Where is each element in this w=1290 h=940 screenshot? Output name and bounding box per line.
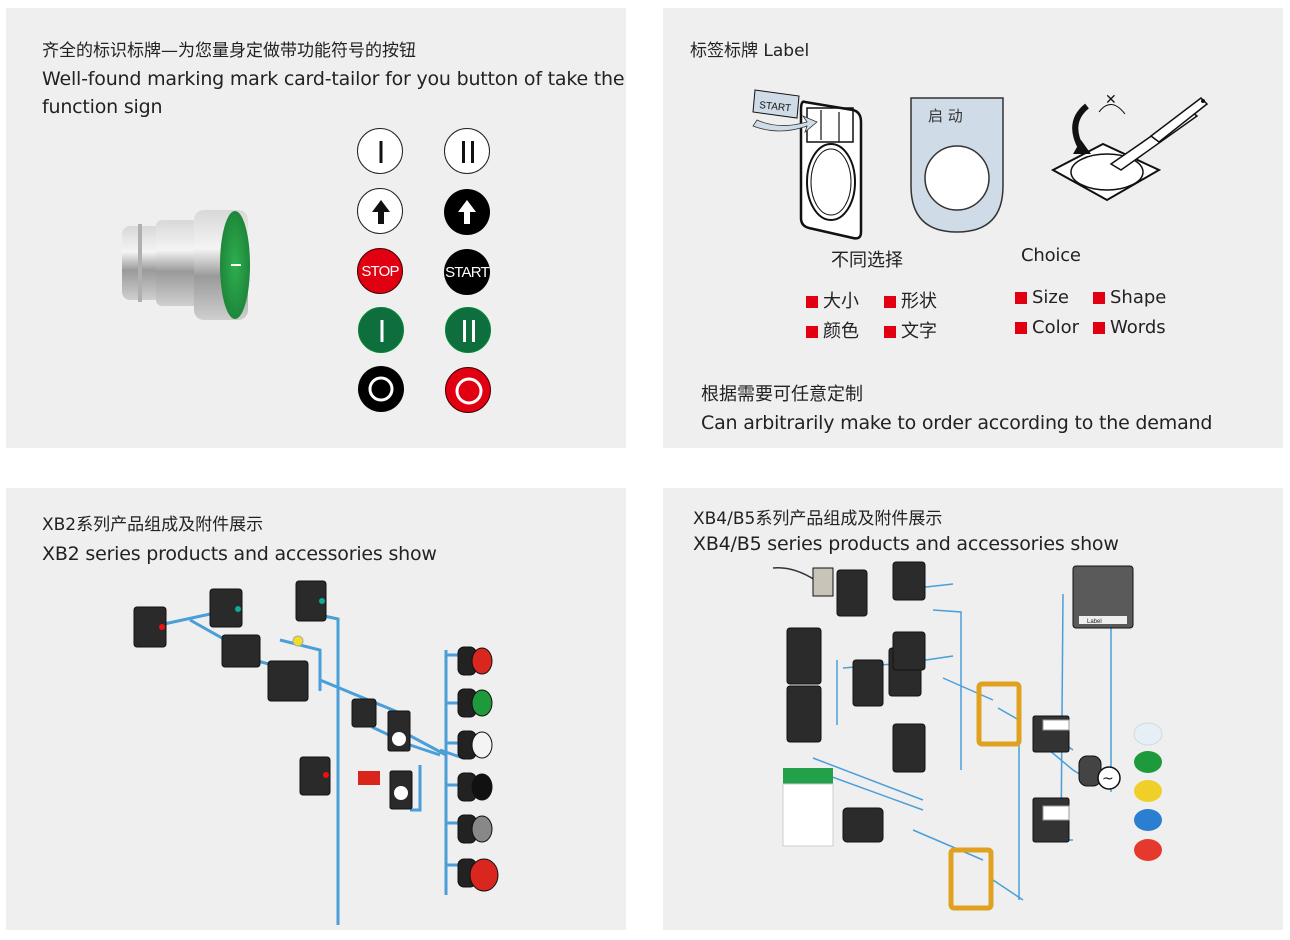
red-bullet-icon xyxy=(806,326,818,338)
cross-mark-icon: ✕ xyxy=(1105,92,1117,108)
xb2-exploded-diagram xyxy=(133,580,499,925)
red-bullet-icon xyxy=(884,326,896,338)
option-size-en: Size xyxy=(1015,287,1069,308)
marking-title-cn: 齐全的标识标牌—为您量身定做带功能符号的按钮 xyxy=(42,41,416,61)
option-shape-en: Shape xyxy=(1093,287,1166,308)
red-bullet-icon xyxy=(1015,322,1027,334)
custom-cn: 根据需要可任意定制 xyxy=(701,384,863,405)
off-symbol-black xyxy=(358,366,404,412)
double-bar-symbol-green xyxy=(445,307,491,353)
start-symbol: START xyxy=(444,249,490,295)
insert-label-text: START xyxy=(759,100,792,114)
label-insert-illustration: START xyxy=(752,89,863,240)
marking-title-en-line2: function sign xyxy=(42,96,163,118)
legend-label-text: Label xyxy=(1087,619,1102,625)
red-bullet-icon xyxy=(1093,292,1105,304)
plate-text: 启 动 xyxy=(928,107,963,125)
xb4-exploded-diagram: Label ~ xyxy=(772,561,1163,911)
xb4-title-en: XB4/B5 series products and accessories s… xyxy=(693,533,1119,555)
start-symbol-text: START xyxy=(445,263,490,281)
double-bar-symbol xyxy=(444,128,490,174)
on-symbol-green xyxy=(358,307,404,353)
xb2-title-cn: XB2系列产品组成及附件展示 xyxy=(42,515,264,535)
choice-en: Choice xyxy=(1021,245,1081,266)
marking-panel: 齐全的标识标牌—为您量身定做带功能符号的按钮 Well-found markin… xyxy=(6,8,626,448)
option-size-cn: 大小 xyxy=(806,287,859,313)
stop-symbol-text: STOP xyxy=(361,262,399,280)
xb4-panel: XB4/B5系列产品组成及附件展示 XB4/B5 series products… xyxy=(663,488,1283,930)
marking-title-en-line1: Well-found marking mark card-tailor for … xyxy=(42,68,625,90)
xb4-title-cn: XB4/B5系列产品组成及附件展示 xyxy=(693,509,943,529)
red-bullet-icon xyxy=(1015,292,1027,304)
off-symbol-red xyxy=(445,367,491,413)
up-arrow-symbol-black xyxy=(444,189,490,235)
xb2-panel: XB2系列产品组成及附件展示 XB2 series products and a… xyxy=(6,488,626,930)
red-bullet-icon xyxy=(806,296,818,308)
red-bullet-icon xyxy=(1093,322,1105,334)
option-words-en: Words xyxy=(1093,317,1166,338)
label-title: 标签标牌 Label xyxy=(690,41,810,61)
red-bullet-icon xyxy=(884,296,896,308)
option-color-en: Color xyxy=(1015,317,1079,338)
on-symbol xyxy=(357,128,403,174)
custom-en: Can arbitrarily make to order according … xyxy=(701,412,1213,434)
option-words-cn: 文字 xyxy=(884,317,937,343)
option-shape-cn: 形状 xyxy=(884,287,937,313)
label-plate-illustration xyxy=(910,97,1004,233)
up-arrow-symbol xyxy=(357,188,403,234)
label-panel: 标签标牌 Label START 启 动 ✕ 不同选择 Choice 大小 形状… xyxy=(663,8,1283,448)
stop-symbol: STOP xyxy=(357,248,403,294)
choice-cn: 不同选择 xyxy=(831,250,903,271)
xb2-title-en: XB2 series products and accessories show xyxy=(42,543,437,565)
tilde-symbol-icon: ~ xyxy=(1102,771,1114,787)
option-color-cn: 颜色 xyxy=(806,317,859,343)
green-push-button-image xyxy=(122,210,250,320)
label-cutting-illustration: ✕ xyxy=(1050,92,1209,202)
